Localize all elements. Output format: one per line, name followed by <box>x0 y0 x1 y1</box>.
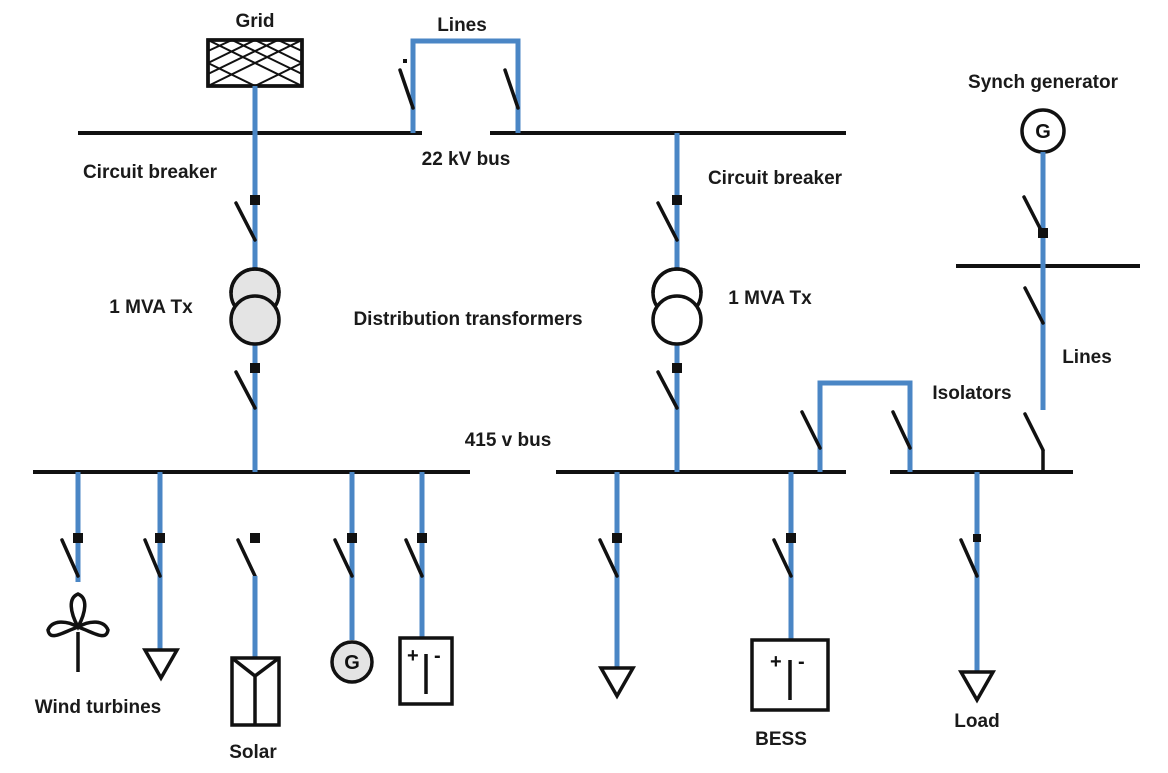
battery-plus: + <box>407 645 419 667</box>
generator-letter-small: G <box>344 652 360 674</box>
label-circuit-breaker-right: Circuit breaker <box>708 168 843 189</box>
label-tx-right: 1 MVA Tx <box>728 288 812 309</box>
synch-generator-symbol: G <box>1020 108 1066 154</box>
transformer-left <box>229 267 281 346</box>
label-circuit-breaker-left: Circuit breaker <box>83 162 218 183</box>
bess-minus: - <box>798 651 805 673</box>
label-lines-right: Lines <box>1062 347 1112 368</box>
tie-lines-top <box>398 38 521 133</box>
isolators-tie <box>800 380 913 472</box>
label-415v-bus: 415 v bus <box>465 430 552 451</box>
label-synch-generator: Synch generator <box>968 72 1119 93</box>
bess-icon: + - <box>750 638 830 712</box>
battery-minus: - <box>434 645 441 667</box>
load-feeder-3 <box>957 472 997 704</box>
label-wind-turbines: Wind turbines <box>35 697 162 718</box>
load-feeder-1 <box>141 472 181 682</box>
battery-feeder-left: + - <box>398 472 454 706</box>
transformer-right <box>651 267 703 346</box>
circuit-breaker-left <box>234 195 260 242</box>
label-solar: Solar <box>229 742 277 763</box>
label-bess: BESS <box>755 729 807 750</box>
lv-breaker-left <box>234 363 260 410</box>
solar-panel-icon <box>230 656 281 727</box>
generator-feeder: G <box>330 472 374 684</box>
lv-breaker-right <box>656 363 682 410</box>
solar-feeder <box>236 533 260 658</box>
label-isolators: Isolators <box>932 383 1011 404</box>
bess-plus: + <box>770 651 782 673</box>
label-grid: Grid <box>235 11 274 32</box>
label-tx-left: 1 MVA Tx <box>109 297 193 318</box>
grid-symbol <box>206 38 304 88</box>
label-22kv-bus: 22 kV bus <box>422 149 511 170</box>
load-feeder-2 <box>597 472 637 700</box>
label-distribution-transformers: Distribution transformers <box>353 309 582 330</box>
label-load: Load <box>954 711 999 732</box>
label-lines-top: Lines <box>437 15 487 36</box>
circuit-breaker-right <box>656 195 682 242</box>
synch-gen-breaker <box>1022 195 1048 238</box>
bess-feeder <box>772 472 796 640</box>
synch-lines-switches <box>1023 286 1045 472</box>
generator-letter: G <box>1035 121 1051 143</box>
wind-turbine-icon <box>46 592 110 672</box>
wind-turbine-feeder <box>60 472 83 582</box>
